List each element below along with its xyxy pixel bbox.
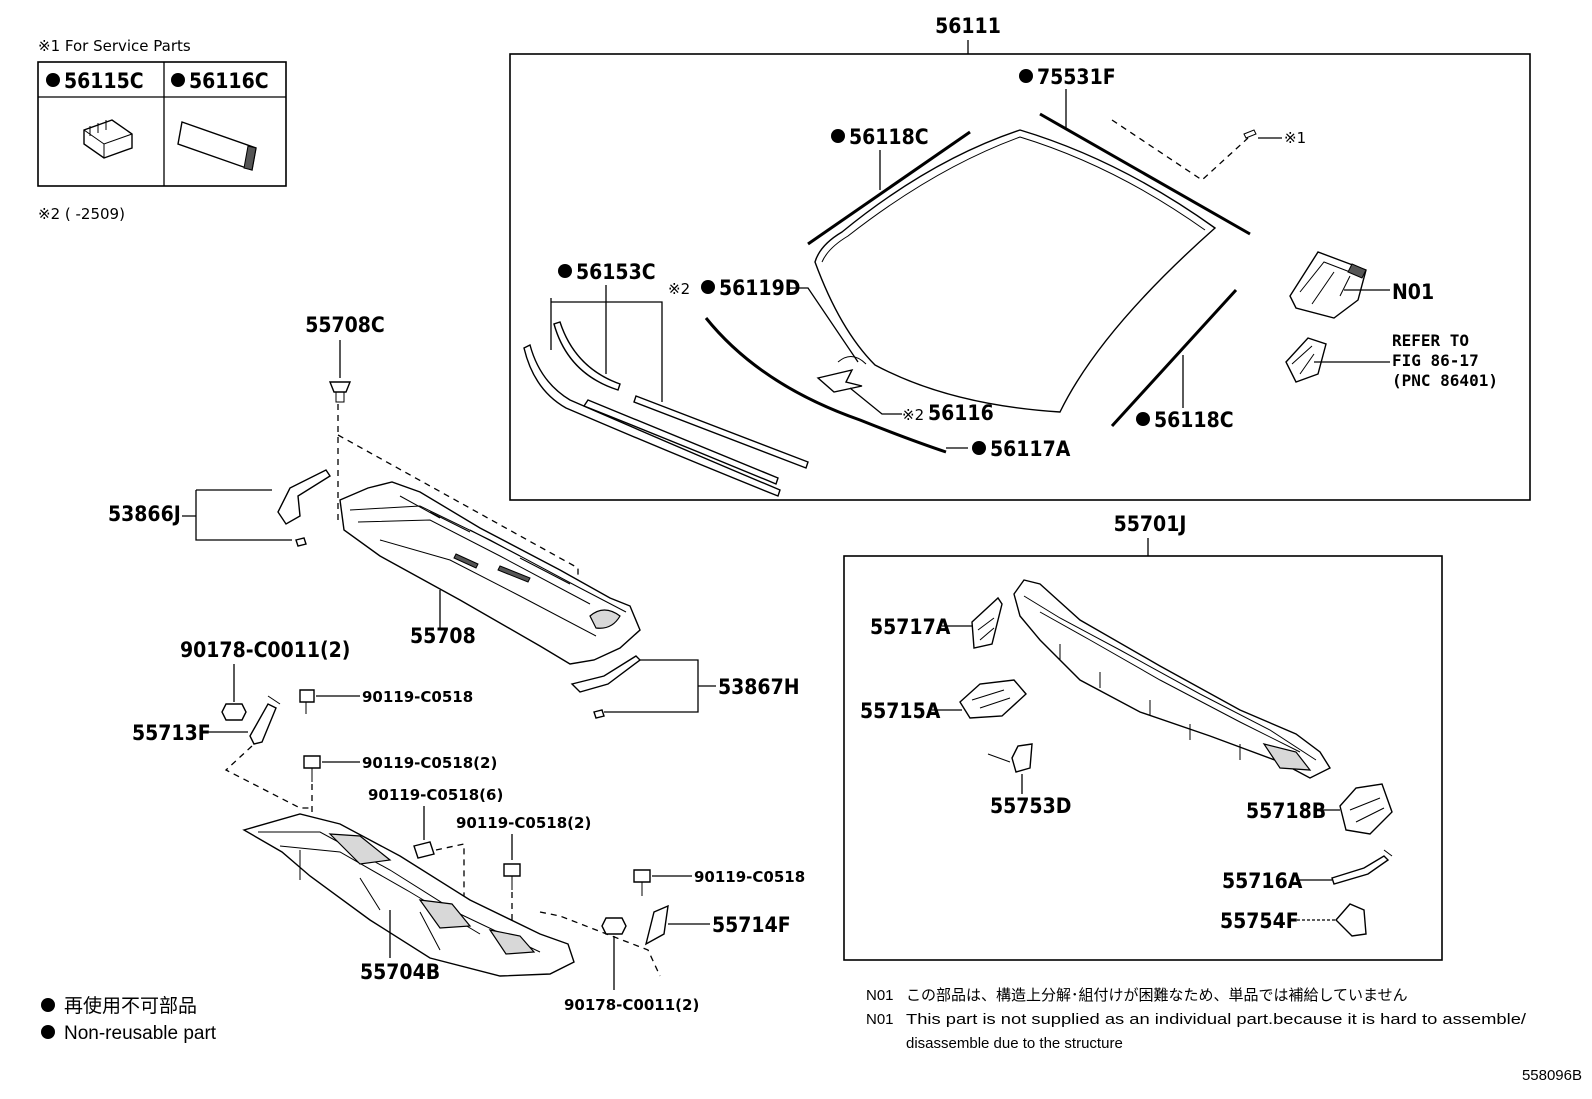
bolt-icon bbox=[303, 755, 321, 769]
moulding-75531F bbox=[1039, 112, 1251, 236]
label-56119D[interactable]: 56119D bbox=[719, 276, 800, 300]
label-53866J[interactable]: 53866J bbox=[108, 502, 181, 526]
label-56111[interactable]: 56111 bbox=[935, 14, 1001, 38]
label-90119-C0518-e[interactable]: 90119-C0518 bbox=[694, 868, 805, 886]
nut-icon bbox=[601, 917, 627, 935]
cowl-panel-55704B bbox=[242, 813, 575, 977]
label-56153C[interactable]: 56153C bbox=[576, 260, 656, 284]
label-56118C-lower[interactable]: 56118C bbox=[1154, 408, 1234, 432]
label-56116[interactable]: 56116 bbox=[928, 401, 994, 425]
moulding-56118C-lower bbox=[1110, 288, 1238, 428]
bolt-icon bbox=[633, 869, 651, 883]
label-90119-C0518-d[interactable]: 90119-C0518(2) bbox=[456, 814, 591, 832]
bracket-N01 bbox=[1289, 251, 1367, 319]
part-55718B bbox=[1339, 783, 1393, 835]
n01-en-text-1: This part is not supplied as an individu… bbox=[906, 1011, 1527, 1028]
cowl-top-group: 55708C 53866J 55708 53867H bbox=[108, 313, 800, 719]
label-ref-1: ※1 bbox=[1284, 129, 1306, 147]
legend: 再使用不可部品 Non-reusable part bbox=[41, 995, 217, 1044]
service-part-56116C[interactable]: 56116C bbox=[189, 69, 269, 93]
n01-jp-text: この部品は、構造上分解･組付けが困難なため、単品では補給していません bbox=[906, 987, 1408, 1004]
label-N01[interactable]: N01 bbox=[1392, 280, 1434, 304]
label-55754F[interactable]: 55754F bbox=[1220, 909, 1299, 933]
windshield-group: 56111 75531F ※1 56118C 56118C 56153C bbox=[509, 14, 1531, 501]
windshield-glass bbox=[814, 129, 1217, 413]
note-2-range: ※2 ( -2509) bbox=[38, 205, 125, 223]
bolt-icon bbox=[413, 841, 435, 859]
legend-jp: 再使用不可部品 bbox=[64, 995, 197, 1017]
refer-text-2[interactable]: FIG 86-17 bbox=[1392, 351, 1479, 370]
label-75531F[interactable]: 75531F bbox=[1037, 65, 1116, 89]
n01-en-tag: N01 bbox=[866, 1011, 894, 1028]
pad-56116C-icon bbox=[177, 121, 257, 171]
mark-2-b: ※2 bbox=[902, 406, 924, 424]
label-90119-C0518-a[interactable]: 90119-C0518 bbox=[362, 688, 473, 706]
bracket-55714F bbox=[644, 904, 669, 946]
non-reusable-dot-icon bbox=[41, 998, 55, 1012]
label-90119-C0518-b[interactable]: 90119-C0518(2) bbox=[362, 754, 497, 772]
part-55716A bbox=[1331, 855, 1390, 885]
bolt-icon bbox=[299, 689, 315, 703]
clip-56115C-icon bbox=[83, 119, 133, 159]
refer-text-1: REFER TO bbox=[1392, 331, 1469, 350]
label-56118C-upper[interactable]: 56118C bbox=[849, 125, 929, 149]
label-53867H[interactable]: 53867H bbox=[718, 675, 800, 699]
sensor-bracket-ref bbox=[1285, 337, 1327, 383]
label-55716A[interactable]: 55716A bbox=[1222, 869, 1303, 893]
non-reusable-dot-icon bbox=[46, 73, 60, 87]
label-90178-C0011-bottom[interactable]: 90178-C0011(2) bbox=[564, 996, 699, 1014]
spacer-56116 bbox=[816, 368, 863, 393]
n01-notes: N01 この部品は、構造上分解･組付けが困難なため、単品では補給していません N… bbox=[866, 987, 1527, 1052]
part-55715A bbox=[959, 679, 1027, 719]
service-part-56115C[interactable]: 56115C bbox=[64, 69, 144, 93]
label-55717A[interactable]: 55717A bbox=[870, 615, 951, 639]
refer-text-3: (PNC 86401) bbox=[1392, 371, 1498, 390]
label-55701J[interactable]: 55701J bbox=[1114, 512, 1187, 536]
label-55713F[interactable]: 55713F bbox=[132, 721, 211, 745]
service-parts-table: ※1 For Service Parts 56115C 56116C bbox=[37, 37, 287, 187]
label-55704B[interactable]: 55704B bbox=[360, 960, 440, 984]
bracket-55713F bbox=[249, 703, 277, 745]
cowl-sub-assy-group: 55701J 55717A 55715A 55753D 55718B bbox=[843, 512, 1443, 961]
label-55714F[interactable]: 55714F bbox=[712, 913, 791, 937]
figure-id: 558096B bbox=[1522, 1067, 1582, 1084]
service-parts-title: ※1 For Service Parts bbox=[38, 37, 191, 55]
nozzle-53866J bbox=[277, 469, 331, 525]
cowl-panel-group: 90178-C0011(2) 90119-C0518 55713F 90119-… bbox=[132, 638, 805, 1014]
label-55753D[interactable]: 55753D bbox=[990, 794, 1071, 818]
mark-2-a: ※2 bbox=[668, 280, 690, 298]
legend-en: Non-reusable part bbox=[64, 1023, 217, 1044]
non-reusable-dot-icon bbox=[171, 73, 185, 87]
label-90178-C0011-top[interactable]: 90178-C0011(2) bbox=[180, 638, 350, 662]
label-90119-C0518-c[interactable]: 90119-C0518(6) bbox=[368, 786, 503, 804]
cowl-louver-55708 bbox=[339, 481, 641, 665]
clip-55708C-icon bbox=[328, 381, 352, 393]
moulding-56118C-upper bbox=[807, 130, 971, 246]
label-55715A[interactable]: 55715A bbox=[860, 699, 941, 723]
nut-icon bbox=[221, 703, 247, 721]
label-55708C[interactable]: 55708C bbox=[305, 313, 385, 337]
part-55754F bbox=[1335, 903, 1367, 937]
bolt-icon bbox=[503, 863, 521, 877]
label-56117A[interactable]: 56117A bbox=[990, 437, 1071, 461]
non-reusable-dot-icon bbox=[41, 1025, 55, 1039]
label-55718B[interactable]: 55718B bbox=[1246, 799, 1326, 823]
n01-en-text-2: disassemble due to the structure bbox=[906, 1035, 1123, 1052]
part-55753D bbox=[1011, 743, 1033, 773]
label-55708[interactable]: 55708 bbox=[410, 624, 476, 648]
seal-strip-56153C bbox=[523, 343, 781, 497]
dam-56119D bbox=[704, 317, 947, 454]
n01-jp-tag: N01 bbox=[866, 987, 894, 1004]
